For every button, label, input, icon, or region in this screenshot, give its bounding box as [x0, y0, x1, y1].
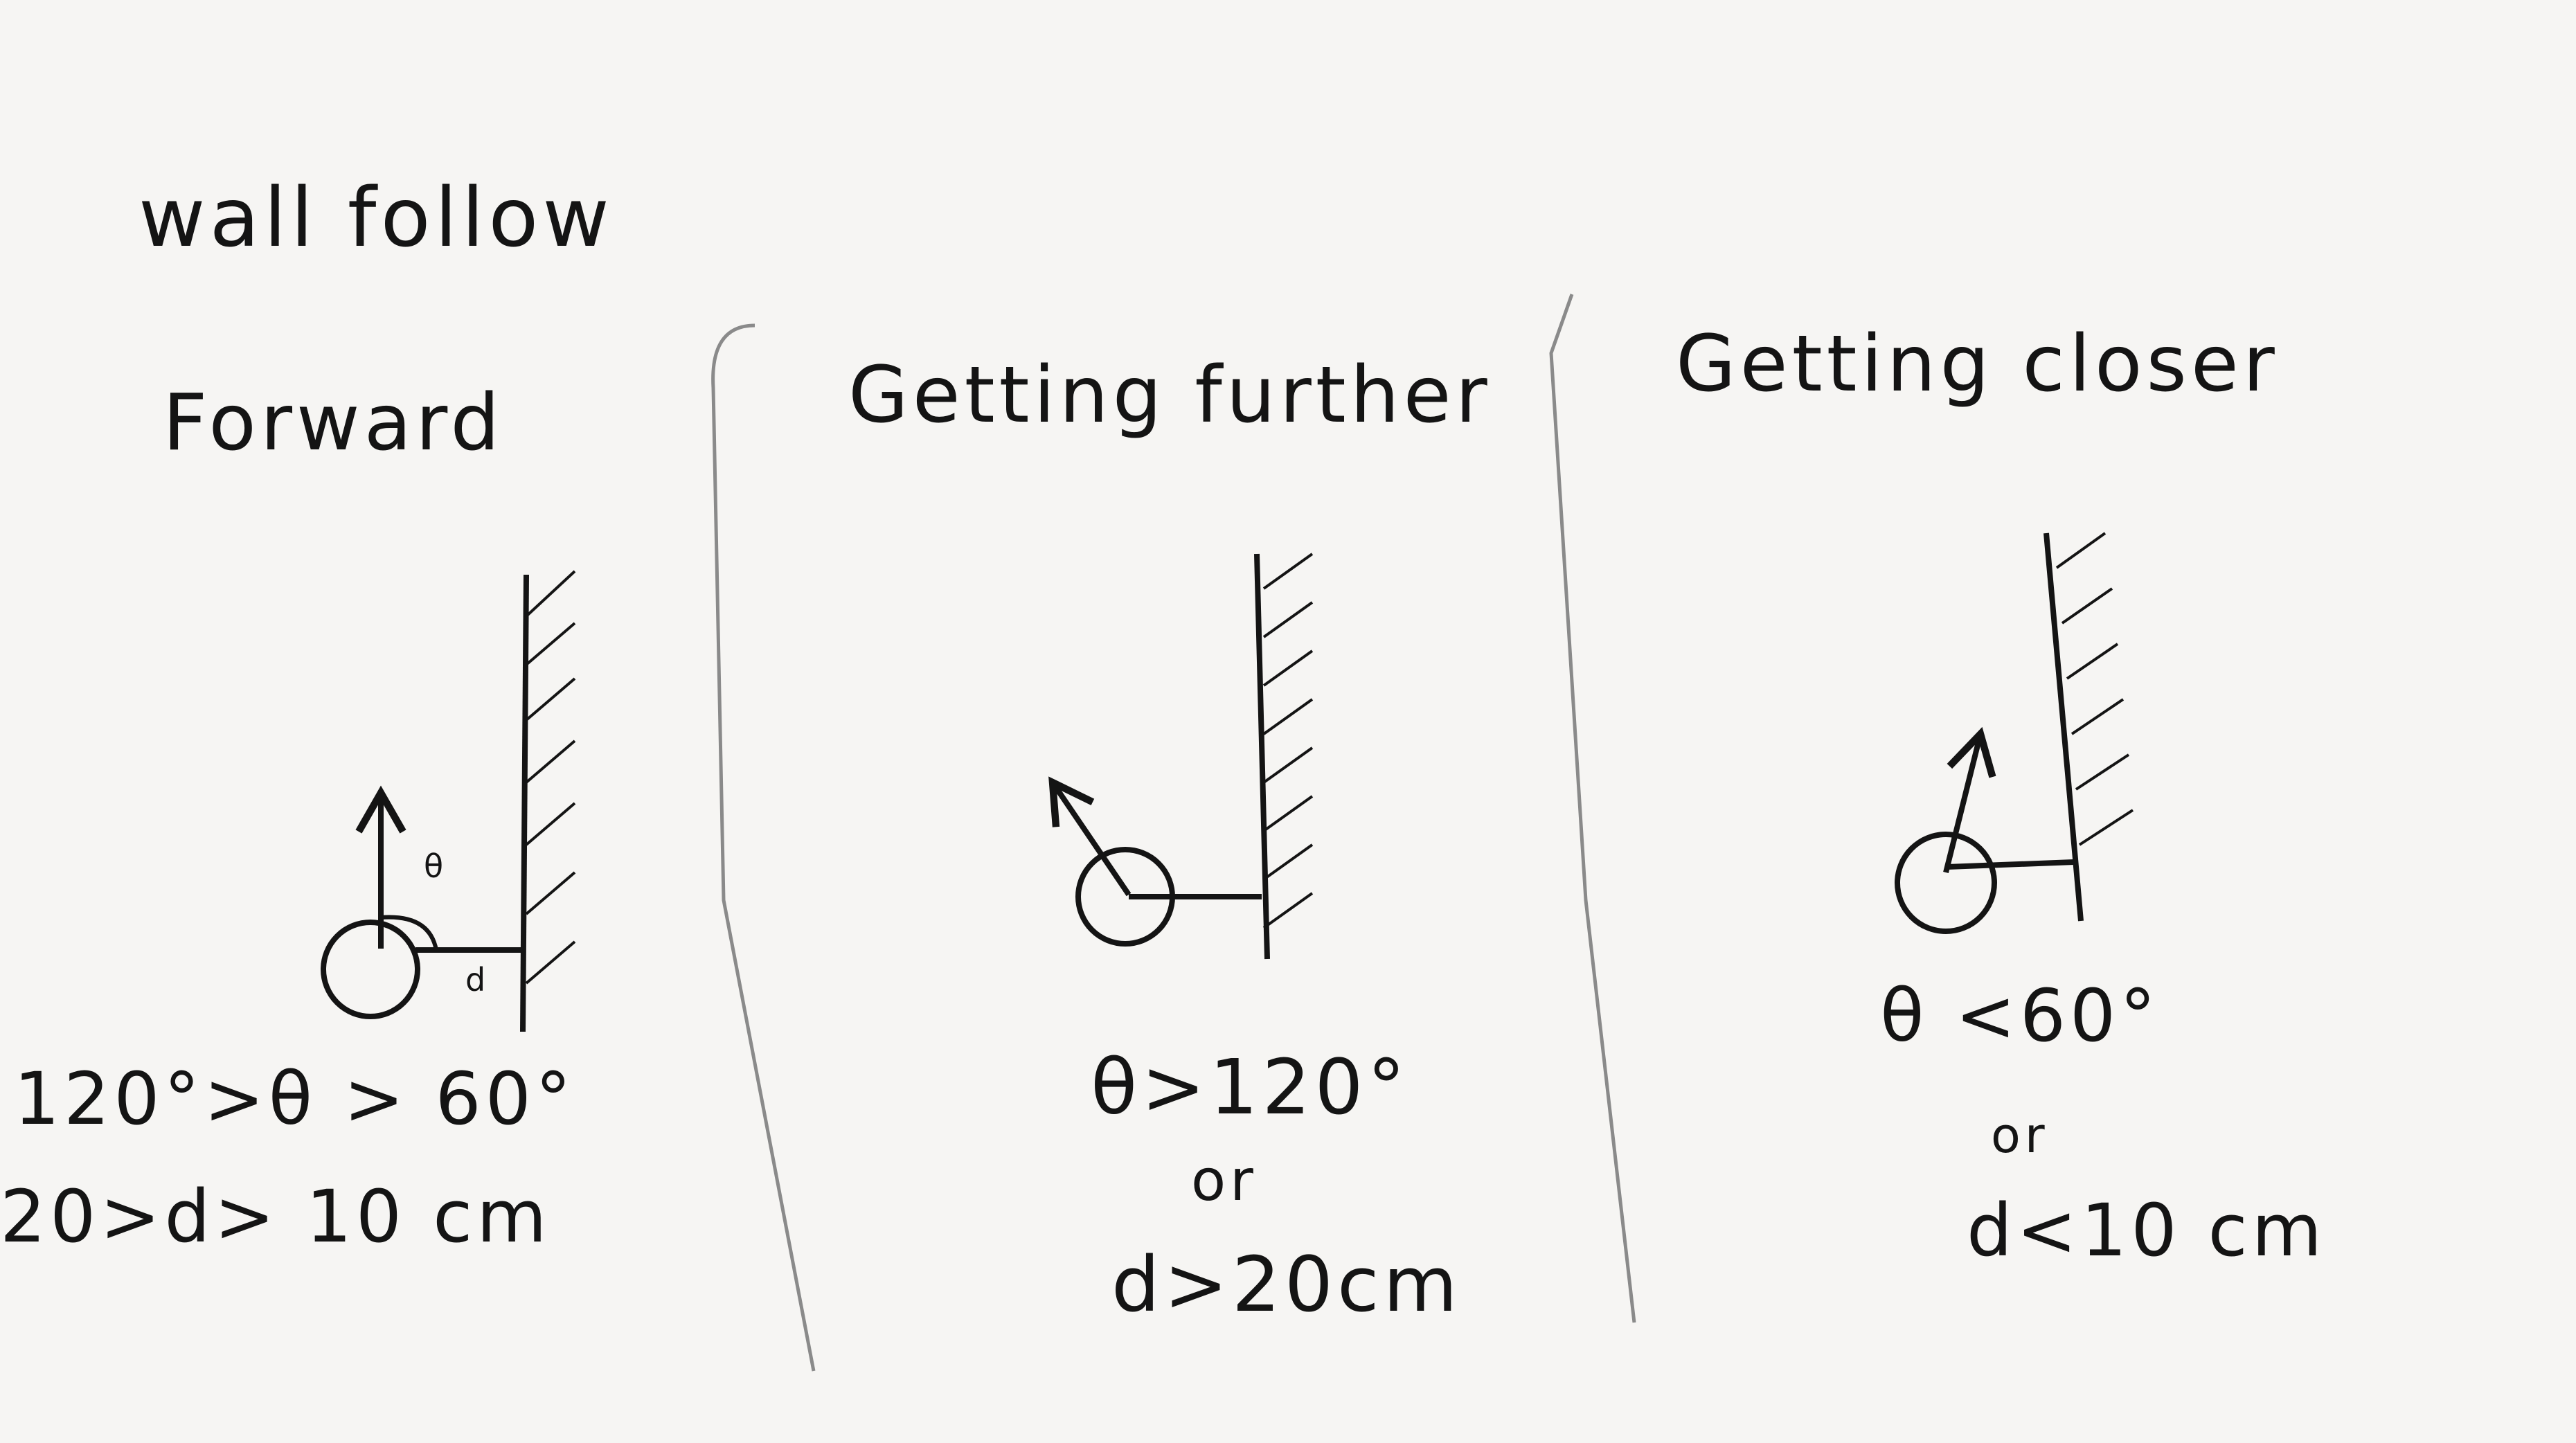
closer-heading-arrow [1943, 726, 1996, 873]
closer-angle-condition: θ <60° [1880, 974, 2161, 1058]
further-diagram [1048, 553, 1314, 960]
closer-wall-hatching [2055, 532, 2134, 846]
further-distance-condition: d>20cm [1111, 1240, 1462, 1329]
forward-heading: Forward [163, 378, 504, 468]
further-heading-arrow [1048, 776, 1132, 897]
closer-or-label: or [1991, 1107, 2049, 1164]
forward-d-label: d [465, 961, 486, 998]
further-wall-hatching [1262, 553, 1314, 929]
forward-wall-hatching [525, 570, 576, 985]
divider-line-right [1549, 294, 1636, 1323]
forward-wall [520, 574, 529, 1032]
forward-distance-condition: 20>d> 10 cm [0, 1174, 551, 1259]
further-or-label: or [1191, 1148, 1258, 1214]
further-wall [1254, 553, 1270, 960]
closer-robot [1895, 832, 1997, 934]
closer-diagram [1895, 532, 2134, 934]
forward-diagram [321, 570, 576, 1032]
forward-robot [321, 920, 420, 1019]
divider-line-left [711, 323, 816, 1372]
closer-heading: Getting closer [1676, 319, 2279, 409]
closer-distance-line [1947, 859, 2075, 870]
forward-theta-label: θ [424, 848, 444, 885]
further-heading: Getting further [848, 350, 1492, 440]
forward-angle-condition: 120°>θ > 60° [14, 1057, 575, 1141]
further-angle-condition: θ>120° [1091, 1043, 1410, 1131]
page-title: wall follow [138, 170, 614, 265]
closer-distance-condition: d<10 cm [1967, 1188, 2327, 1273]
closer-wall [2043, 532, 2084, 922]
forward-angle-arc [380, 915, 438, 951]
